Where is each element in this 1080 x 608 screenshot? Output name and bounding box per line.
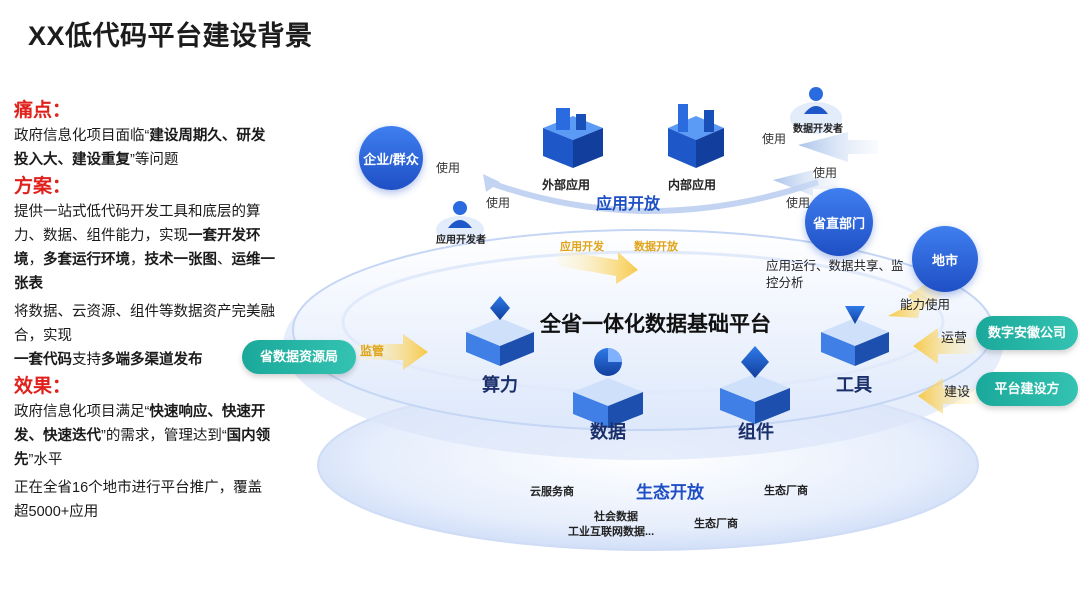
internal-app-label: 内部应用 bbox=[668, 178, 717, 192]
compute-illustration bbox=[466, 296, 534, 366]
data-dev-tag: 数据开放 bbox=[634, 241, 678, 253]
solution-heading: 方案： bbox=[14, 176, 72, 197]
solution-bold-e: 一套代码 bbox=[14, 352, 72, 368]
solution-sep-2: ， bbox=[130, 252, 145, 268]
capability-use-label: 能力使用 bbox=[900, 298, 951, 312]
use-label-1: 使用 bbox=[436, 161, 461, 175]
solution-text-a: 提供一站式低代码开发工具和底层的算力、数据、组件能力，实现 bbox=[14, 204, 261, 244]
app-run-text: 应用运行、数据共享、监控分析 bbox=[766, 259, 904, 290]
pain-text-a: 政府信息化项目面临“ bbox=[14, 128, 150, 144]
internal-app-illustration bbox=[668, 104, 724, 168]
city-label: 地市 bbox=[931, 252, 958, 268]
app-dev-tag: 应用开发 bbox=[560, 241, 604, 253]
pain-bold-a: 建设周期久、研发投入大、建设重复 bbox=[14, 128, 266, 168]
diagram-graphics bbox=[283, 87, 1003, 551]
effect-text-b: ”的需求，管理达到“ bbox=[101, 428, 227, 444]
external-app-illustration bbox=[543, 108, 603, 168]
solution-sep-1: ， bbox=[28, 252, 44, 268]
effect-bold-b: 国内领先 bbox=[14, 428, 271, 468]
app-open-arc bbox=[486, 179, 819, 214]
dev-arrow bbox=[558, 250, 638, 284]
builder-pill: 平台建设方 bbox=[976, 372, 1078, 406]
use-label-5: 使用 bbox=[786, 196, 811, 210]
data-bureau-pill: 省数据资源局 bbox=[242, 340, 356, 374]
platform-diagram: 企业/群众 省直部门 地市 省数据资源局 数字安徽公司 平台建设方 应用开放 外… bbox=[238, 70, 1080, 590]
app-open-label: 应用开放 bbox=[596, 196, 661, 213]
data-illustration bbox=[573, 348, 643, 428]
pain-text-b: ”等问题 bbox=[130, 152, 179, 168]
app-run-label: 应用运行、数据共享、监控分析 bbox=[766, 258, 912, 292]
eco-vendor-label-1: 生态厂商 bbox=[764, 485, 808, 497]
tools-label: 工具 bbox=[836, 375, 872, 395]
use-label-3: 使用 bbox=[762, 132, 787, 146]
builder-label: 平台建设方 bbox=[994, 381, 1060, 396]
component-label: 组件 bbox=[738, 422, 774, 442]
solution-bold-a: 一套开发环境 bbox=[14, 228, 261, 268]
data-developer-illustration bbox=[790, 87, 842, 134]
data-label: 数据 bbox=[590, 422, 626, 442]
app-developer-label: 应用开发者 bbox=[436, 235, 486, 246]
solution-bold-d: 运维一张表 bbox=[14, 252, 275, 292]
pain-text: 政府信息化项目面临“建设周期久、研发投入大、建设重复”等问题 bbox=[14, 124, 276, 172]
effect-bold-a: 快速响应、快速开发、快速迭代 bbox=[14, 404, 266, 444]
external-app-label: 外部应用 bbox=[542, 178, 591, 192]
effect-text-a: 政府信息化项目满足“ bbox=[14, 404, 150, 420]
pain-heading: 痛点： bbox=[14, 100, 72, 121]
solution-text-2: 将数据、云资源、组件等数据资产完美融合，实现一套代码支持多端多渠道发布 bbox=[14, 300, 276, 372]
build-label: 建设 bbox=[944, 384, 971, 399]
platform-label: 全省一体化数据基础平台 bbox=[540, 313, 771, 336]
enterprise-label: 企业/群众 bbox=[363, 151, 419, 167]
effect-text-2: 正在全省16个地市进行平台推广，覆盖超5000+应用 bbox=[14, 480, 263, 520]
city-circle: 地市 bbox=[912, 226, 978, 292]
solution-bold-f: 多端多渠道发布 bbox=[101, 352, 203, 368]
solution-text-1: 提供一站式低代码开发工具和底层的算力、数据、组件能力，实现一套开发环境，多套运行… bbox=[14, 200, 276, 296]
component-illustration bbox=[720, 346, 790, 424]
cloud-vendor-label: 云服务商 bbox=[530, 486, 574, 498]
digital-company-label: 数字安徽公司 bbox=[987, 325, 1066, 340]
effect-heading: 效果： bbox=[14, 376, 72, 397]
province-dept-circle: 省直部门 bbox=[805, 188, 873, 256]
tool-illustration bbox=[821, 306, 889, 366]
solution-bold-b: 多套运行环境 bbox=[43, 252, 130, 268]
eco-vendor-label-2: 生态厂商 bbox=[694, 518, 738, 530]
left-text-panel: 痛点： 政府信息化项目面临“建设周期久、研发投入大、建设重复”等问题 方案： 提… bbox=[14, 96, 276, 524]
industrial-data-label: 工业互联网数据... bbox=[568, 526, 655, 538]
eco-open-label: 生态开放 bbox=[636, 483, 704, 502]
page-title: XX低代码平台建设背景 bbox=[28, 21, 313, 51]
data-bureau-label: 省数据资源局 bbox=[259, 349, 338, 364]
app-open-arc-arrow-left bbox=[483, 174, 500, 192]
solution-text-b: 将数据、云资源、组件等数据资产完美融合，实现 bbox=[14, 304, 275, 344]
use-arrow-1 bbox=[798, 132, 878, 162]
effect-text-1: 政府信息化项目满足“快速响应、快速开发、快速迭代”的需求，管理达到“国内领先”水… bbox=[14, 400, 276, 472]
supervise-label: 监管 bbox=[360, 344, 385, 358]
enterprise-circle: 企业/群众 bbox=[359, 126, 423, 190]
use-arrow-2 bbox=[773, 170, 838, 196]
data-developer-label: 数据开发者 bbox=[793, 124, 843, 135]
operate-arrow bbox=[913, 328, 978, 364]
app-developer-illustration bbox=[436, 201, 484, 244]
solution-bold-c: 技术一张图 bbox=[144, 252, 218, 268]
digital-company-pill: 数字安徽公司 bbox=[976, 316, 1078, 350]
use-label-2: 使用 bbox=[486, 196, 511, 210]
operate-label: 运营 bbox=[941, 330, 968, 345]
solution-sep-3: 、 bbox=[217, 252, 232, 268]
build-arrow bbox=[918, 378, 978, 414]
solution-text-c: 支持 bbox=[72, 352, 101, 368]
social-data-label: 社会数据 bbox=[594, 511, 638, 523]
supervise-arrow bbox=[356, 334, 428, 370]
province-dept-label: 省直部门 bbox=[812, 215, 865, 231]
compute-label: 算力 bbox=[482, 375, 518, 395]
effect-text-c: ”水平 bbox=[28, 452, 63, 468]
use-label-4: 使用 bbox=[813, 166, 838, 180]
